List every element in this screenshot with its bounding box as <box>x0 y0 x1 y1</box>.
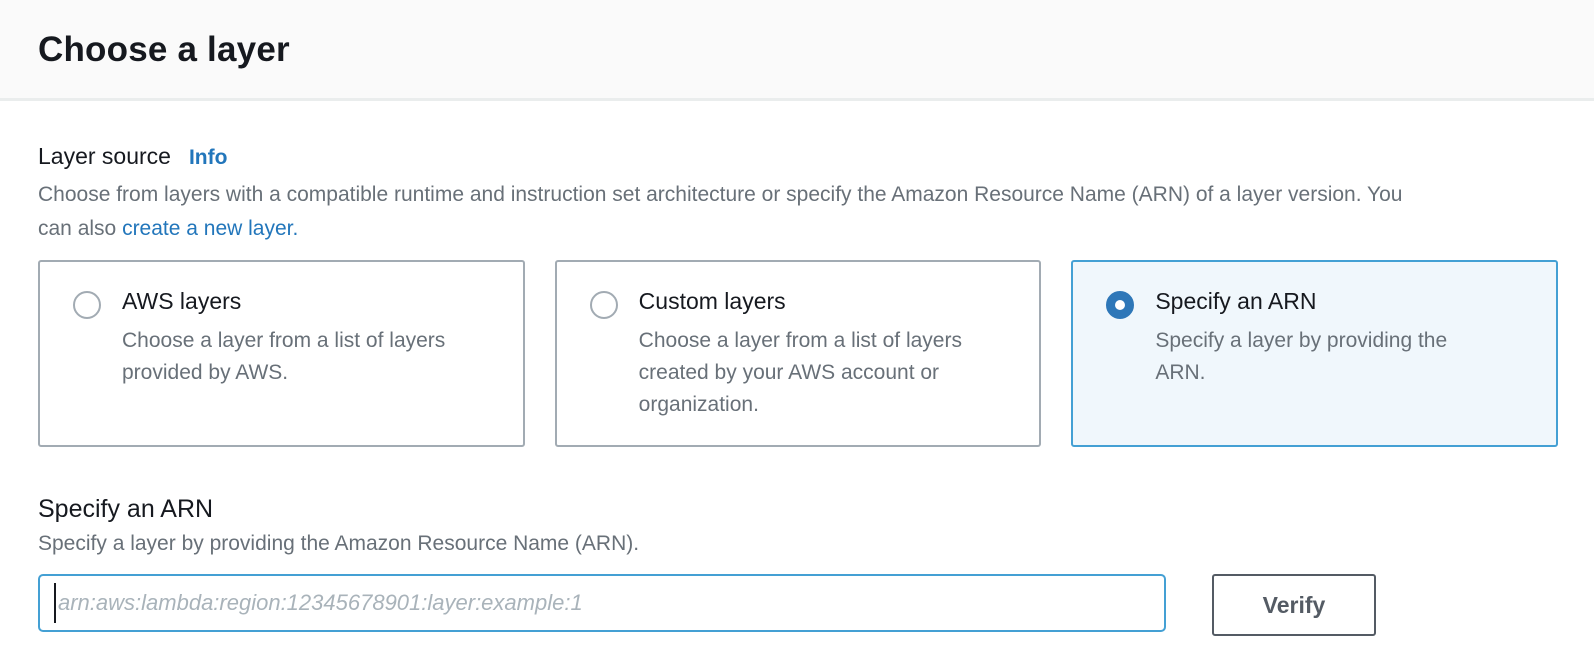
arn-input-row: Verify <box>38 574 1558 636</box>
layer-source-description-text: Choose from layers with a compatible run… <box>38 183 1403 240</box>
option-tile-specify-an-arn[interactable]: Specify an ARN Specify a layer by provid… <box>1071 260 1559 447</box>
layer-source-label-row: Layer source Info <box>38 143 1558 170</box>
option-title: AWS layers <box>122 288 242 314</box>
radio-icon-selected[interactable] <box>1106 291 1135 319</box>
arn-input-container <box>38 574 1166 632</box>
option-description: Choose a layer from a list of layers pro… <box>122 329 446 384</box>
page-header: Choose a layer <box>0 0 1594 101</box>
info-link[interactable]: Info <box>188 146 228 169</box>
layer-source-description: Choose from layers with a compatible run… <box>38 178 1403 246</box>
option-description: Specify a layer by providing the ARN. <box>1155 329 1448 384</box>
page-title: Choose a layer <box>38 30 290 69</box>
text-caret <box>54 583 56 623</box>
radio-icon[interactable] <box>73 291 101 319</box>
layer-source-label: Layer source <box>38 143 171 169</box>
layer-source-options: AWS layers Choose a layer from a list of… <box>38 260 1559 447</box>
option-title: Custom layers <box>638 288 786 314</box>
choose-layer-panel: Layer source Info Choose from layers wit… <box>0 101 1594 636</box>
arn-section-title: Specify an ARN <box>38 495 214 523</box>
arn-section-description: Specify a layer by providing the Amazon … <box>38 532 640 555</box>
verify-button[interactable]: Verify <box>1212 574 1376 636</box>
option-tile-content: Specify an ARN Specify a layer by provid… <box>1155 288 1483 389</box>
option-tile-aws-layers[interactable]: AWS layers Choose a layer from a list of… <box>38 260 525 447</box>
option-description: Choose a layer from a list of layers cre… <box>638 329 962 416</box>
arn-input[interactable] <box>38 574 1166 632</box>
option-title: Specify an ARN <box>1155 288 1317 314</box>
option-tile-content: AWS layers Choose a layer from a list of… <box>122 288 450 389</box>
create-new-layer-link[interactable]: create a new layer. <box>122 217 299 240</box>
option-tile-custom-layers[interactable]: Custom layers Choose a layer from a list… <box>554 260 1042 447</box>
option-tile-content: Custom layers Choose a layer from a list… <box>639 288 967 421</box>
radio-icon[interactable] <box>589 291 618 319</box>
